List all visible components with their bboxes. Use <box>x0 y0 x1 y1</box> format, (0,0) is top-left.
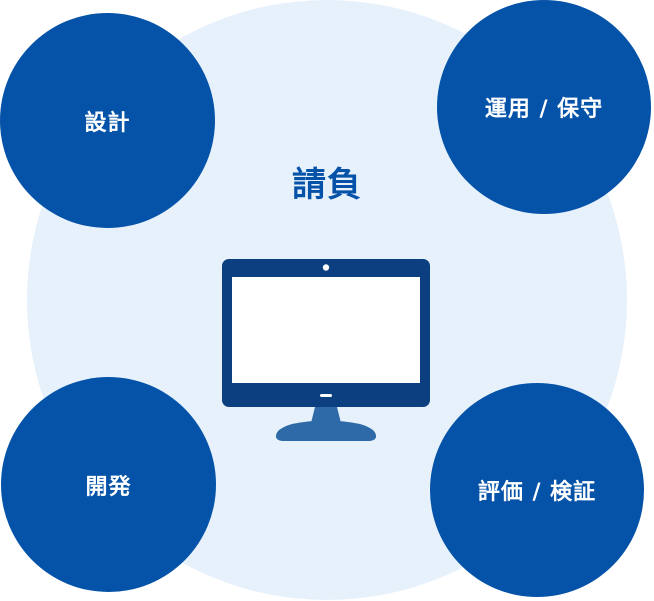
center-label: 請負 <box>292 165 362 205</box>
node-operations-label: 運用 / 保守 <box>484 97 604 122</box>
monitor-base <box>275 420 377 441</box>
monitor-screen <box>232 277 420 383</box>
monitor-camera <box>322 264 330 271</box>
node-design: 設計 <box>0 13 215 228</box>
monitor-icon <box>222 259 430 445</box>
node-development-label: 開発 <box>85 474 132 500</box>
node-evaluation-label: 評価 / 検証 <box>477 480 597 505</box>
node-operations: 運用 / 保守 <box>437 0 651 214</box>
node-design-label: 設計 <box>84 110 131 136</box>
monitor-indicator <box>320 394 332 397</box>
node-evaluation: 評価 / 検証 <box>430 383 644 597</box>
node-development: 開発 <box>1 377 216 592</box>
